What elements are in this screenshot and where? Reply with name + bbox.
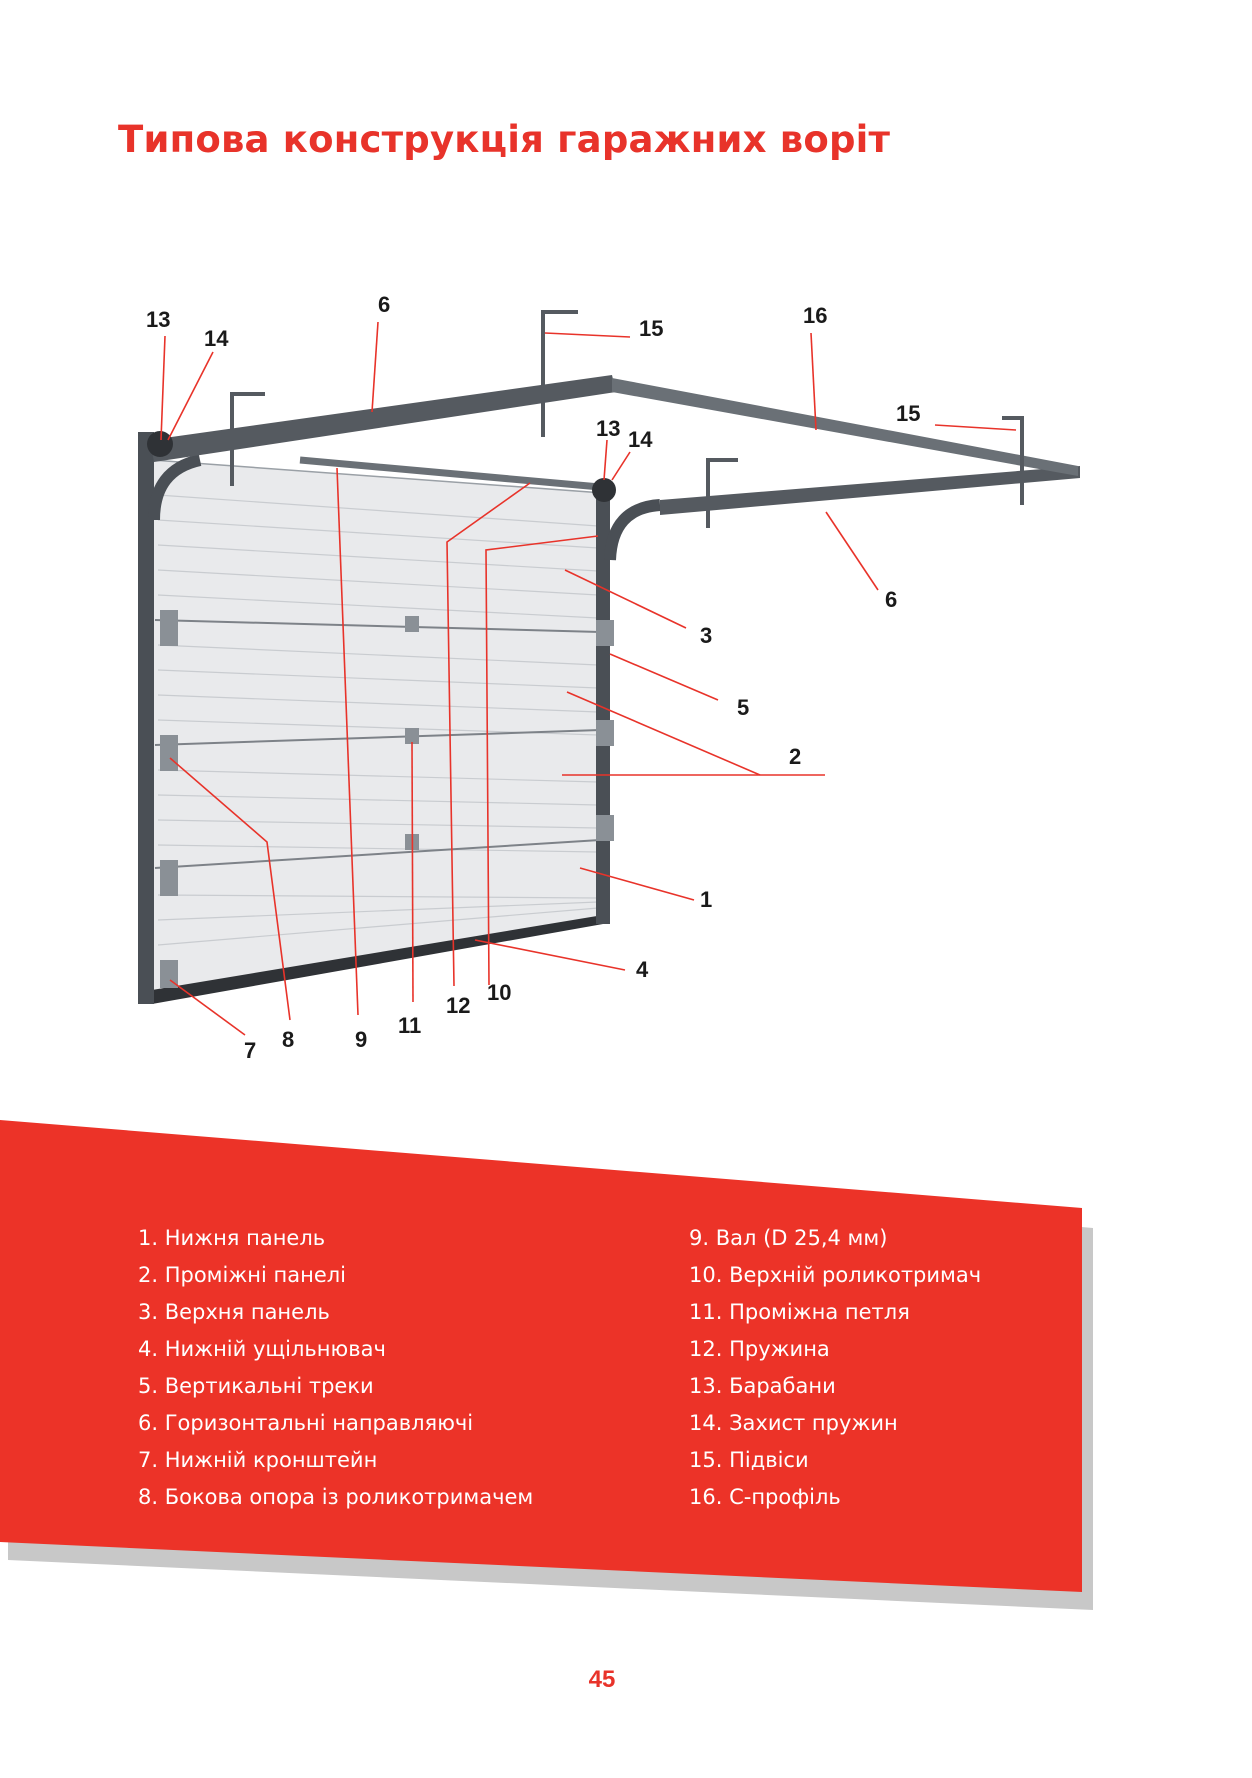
callout-15-right: 15 [896,401,920,426]
callout-labels: 13 14 6 15 16 15 13 14 6 3 5 2 1 4 10 12… [146,292,920,1063]
callout-3: 3 [700,623,712,648]
callout-7: 7 [244,1038,256,1063]
callout-4: 4 [636,957,649,982]
legend-item: 6. Горизонтальні направляючі [138,1411,474,1435]
callout-11: 11 [398,1013,421,1038]
callout-2: 2 [789,744,801,769]
legend-item: 9. Вал (D 25,4 мм) [689,1226,888,1250]
page-title: Типова конструкція гаражних воріт [118,118,891,161]
callout-16: 16 [803,303,827,328]
legend-banner [0,1120,1093,1610]
callout-5: 5 [737,695,749,720]
legend-item: 14. Захист пружин [689,1411,898,1435]
legend-list-left: 1. Нижня панель 2. Проміжні панелі 3. Ве… [138,1220,533,1516]
legend-item: 13. Барабани [689,1374,836,1398]
callout-13-right: 13 [596,416,620,441]
callout-14-left: 14 [204,326,229,351]
callout-8: 8 [282,1027,294,1052]
callout-6-right: 6 [885,587,897,612]
callout-15-top: 15 [639,316,663,341]
callout-10: 10 [487,980,511,1005]
page-number: 45 [588,1666,616,1693]
legend-item: 7. Нижній кронштейн [138,1448,378,1472]
legend-item: 12. Пружина [689,1337,830,1361]
callout-9: 9 [355,1027,367,1052]
legend-item: 3. Верхня панель [138,1300,330,1324]
legend-item: 8. Бокова опора із роликотримачем [138,1485,534,1509]
leader-lines [160,321,1017,1036]
door-structure [138,310,1080,1004]
legend-item: 1. Нижня панель [138,1226,326,1250]
legend-item: 5. Вертикальні треки [138,1374,374,1398]
legend-item: 10. Верхній роликотримач [689,1263,982,1287]
legend-item: 4. Нижній ущільнювач [138,1337,386,1361]
callout-14-right: 14 [628,427,653,452]
callout-13-left: 13 [146,307,170,332]
callout-1: 1 [700,887,712,912]
legend-list-right: 9. Вал (D 25,4 мм) 10. Верхній роликотри… [689,1220,981,1516]
legend-item: 11. Проміжна петля [689,1300,910,1324]
legend-item: 2. Проміжні панелі [138,1263,347,1287]
callout-12: 12 [446,993,470,1018]
garage-door-diagram: 13 14 6 15 16 15 13 14 6 3 5 2 1 4 10 12… [138,292,1080,1063]
callout-6-top: 6 [378,292,390,317]
legend-item: 16. C-профіль [689,1485,841,1509]
legend-item: 15. Підвіси [689,1448,809,1472]
